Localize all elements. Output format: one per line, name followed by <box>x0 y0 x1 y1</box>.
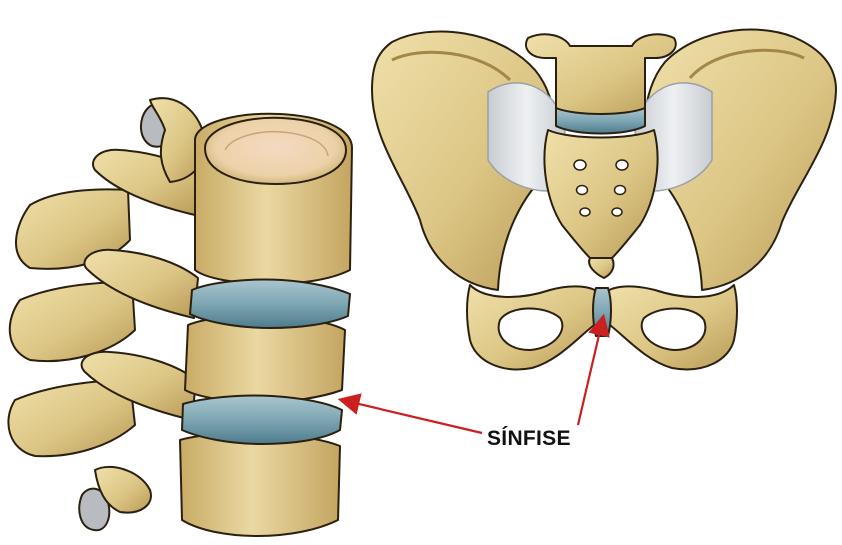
pubic-symphysis <box>593 288 611 336</box>
arrow-to-disc <box>342 400 482 433</box>
vertebral-endplate <box>205 118 346 184</box>
spinous-processes <box>8 150 200 456</box>
symphysis-label: SÍNFISE <box>487 427 571 451</box>
sacrum <box>544 130 657 258</box>
coccyx <box>589 258 613 278</box>
